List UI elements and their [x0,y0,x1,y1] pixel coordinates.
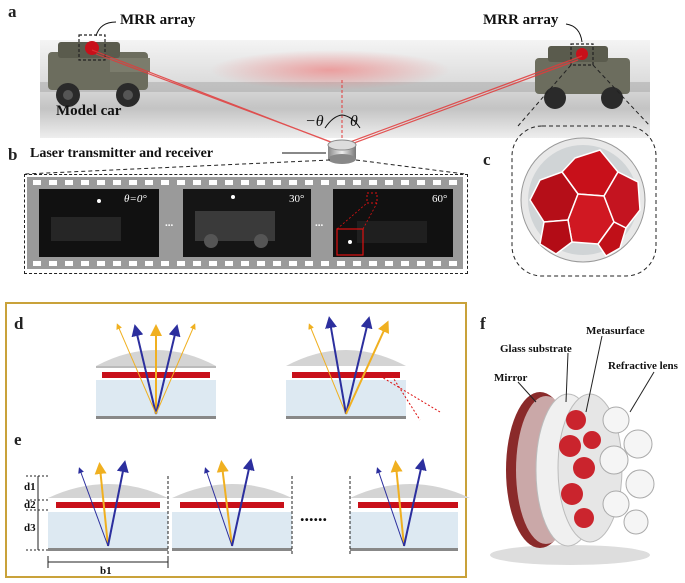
panel-label-b: b [8,145,18,164]
shadow [490,545,650,565]
angle-arc-left [324,114,343,129]
dim-d3: d3 [24,522,36,534]
dimension-marks [26,475,169,568]
metasurface-bar [292,372,400,378]
cell-e-1 [48,460,168,551]
dim-b1: b1 [100,565,112,577]
film-sprockets [33,180,457,266]
panel-label-f: f [480,314,486,333]
laser-beams [91,49,583,147]
laser-glow [210,50,450,90]
panel-a-scene [24,21,650,175]
film-strip: θ=0° 30° 60° ... ... [27,177,463,269]
repeat-dots: ...... [300,505,327,525]
film-strip-frame: θ=0° 30° 60° ... ... [24,174,468,274]
panel-label-a: a [8,2,17,21]
label-mirror: Mirror [494,372,528,384]
frame-ellipsis-1: ... [165,217,174,229]
theta-label: θ [350,113,358,130]
cell-e-n [350,458,470,551]
angle-arc-right [341,114,361,129]
cell-d-left [96,323,216,419]
mrr-left-label: MRR array [120,12,196,28]
dim-d2: d2 [24,499,36,511]
frame-label-0: θ=0° [124,193,147,205]
dim-d1: d1 [24,481,36,493]
panel-label-c: c [483,150,491,169]
mrr-right-arrow [565,23,583,43]
transmitter-label: Laser transmitter and receiver [30,146,214,161]
frame-label-30: 30° [289,193,305,205]
cell-d-right [286,316,441,421]
frame-label-60: 60° [432,193,448,205]
inset-box [336,228,364,256]
panel-de-frame [5,302,467,578]
label-metasurface: Metasurface [586,325,645,337]
panel-c-graphic [511,64,657,277]
reflection-spot-0 [97,199,101,203]
cell-e-2 [172,458,292,551]
exploded-mrr-view [506,392,655,548]
label-glass-substrate: Glass substrate [500,343,572,355]
label-refractive-lens: Refractive lens [608,360,678,372]
panel-label-d: d [14,314,24,333]
frame-dash-right [355,159,466,175]
neg-theta-label: −θ [305,113,324,130]
zoom-frame [511,125,657,277]
panel-label-e: e [14,430,22,449]
frame-ellipsis-2: ... [315,217,324,229]
mrr-right-label: MRR array [483,12,559,28]
callout-lines [517,335,655,413]
laser-transmitter [327,139,357,164]
reflection-spot-30 [231,195,235,199]
frame-dash-left [24,159,331,175]
mrr-array-closeup [520,137,646,263]
model-car-label: Model car [56,103,122,119]
mrr-left-arrow [95,21,117,37]
